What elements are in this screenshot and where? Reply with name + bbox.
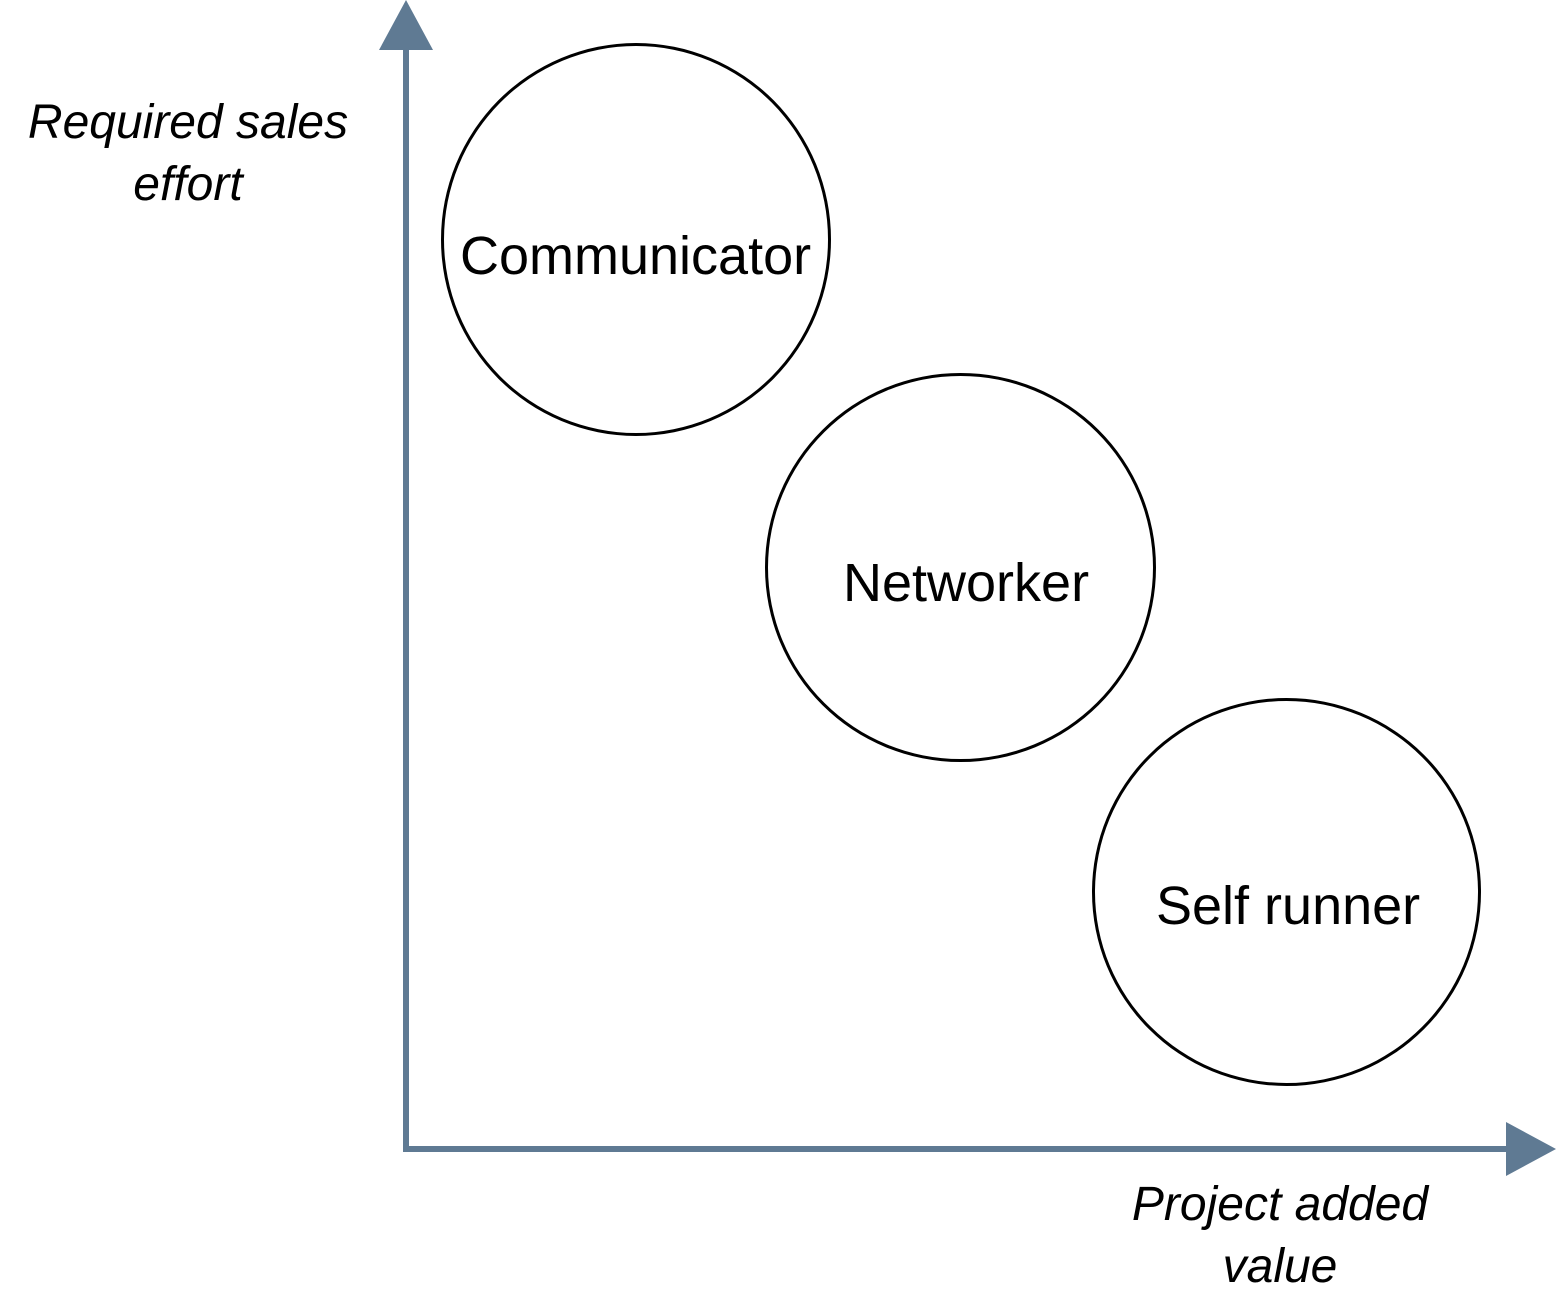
networker-circle — [765, 373, 1156, 762]
self-runner-label: Self runner — [1156, 876, 1421, 936]
communicator-circle — [441, 43, 831, 436]
self-runner-circle — [1092, 698, 1481, 1086]
networker-label: Networker — [843, 553, 1090, 613]
y-axis-line — [403, 40, 409, 1152]
y-axis-arrow-icon — [379, 0, 433, 50]
x-axis-label: Project added value — [1131, 1178, 1429, 1293]
communicator-label: Communicator — [460, 226, 812, 286]
x-axis-line — [403, 1146, 1513, 1152]
x-axis-arrow-icon — [1506, 1122, 1556, 1176]
y-axis-label: Required sales effort — [27, 96, 349, 211]
